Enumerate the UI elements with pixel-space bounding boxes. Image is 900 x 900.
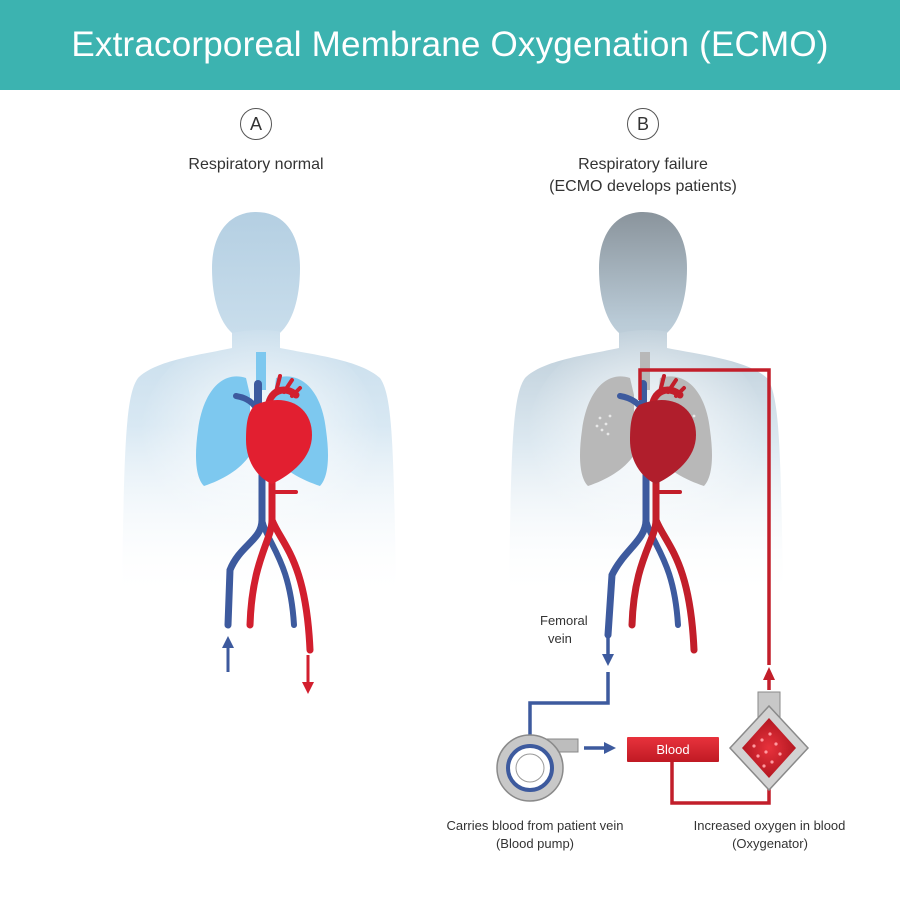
title-banner: Extracorporeal Membrane Oxygenation (ECM… — [0, 0, 900, 90]
pump-to-blood-arrow — [584, 742, 616, 754]
femoral-vein-label-line1: Femoral — [540, 613, 588, 628]
panel-b-figure — [496, 212, 810, 805]
ecmo-diagram — [122, 212, 810, 805]
page-title: Extracorporeal Membrane Oxygenation (ECM… — [71, 25, 829, 64]
blood-pump — [496, 734, 579, 802]
pump-caption-line1: Carries blood from patient vein — [446, 818, 624, 833]
oxygenated-flow-arrow — [763, 667, 775, 690]
trachea-a — [256, 352, 266, 390]
heart-a — [246, 399, 312, 484]
left-lung-b — [580, 376, 634, 486]
drainage-arrow — [602, 654, 614, 666]
panel-b-caption-line1: Respiratory failure — [578, 156, 708, 173]
oxygenator-caption-line2: (Oxygenator) — [732, 836, 808, 851]
return-cannula — [638, 368, 771, 665]
oxygenator — [728, 691, 810, 792]
blood-box: Blood — [627, 737, 719, 762]
artery-flow-arrow-a — [302, 655, 314, 694]
panel-b-badge: B — [627, 108, 659, 140]
vein-flow-arrow-a — [222, 636, 234, 672]
left-lung-a — [196, 376, 250, 486]
drainage-to-pump-line — [528, 672, 610, 752]
heart-b — [630, 399, 696, 484]
blood-to-oxygenator-line — [670, 762, 771, 805]
panel-b-caption-line2: (ECMO develops patients) — [549, 178, 737, 195]
panel-a-caption: Respiratory normal — [188, 156, 324, 173]
femoral-vein-label-line2: vein — [548, 631, 572, 646]
panel-a-figure — [122, 212, 396, 694]
panel-a-badge: A — [240, 108, 272, 140]
pump-caption-line2: (Blood pump) — [495, 836, 575, 851]
oxygenator-caption-line1: Increased oxygen in blood — [693, 818, 846, 833]
